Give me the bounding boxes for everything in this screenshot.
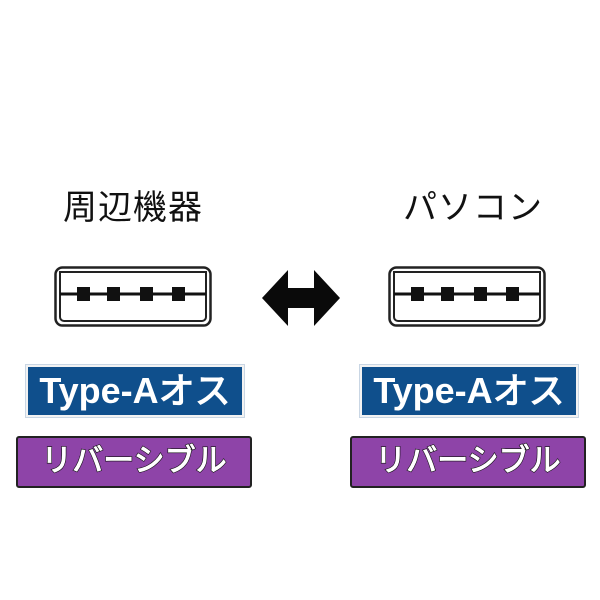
right-type-badge: Type-Aオス [359, 364, 579, 418]
left-device-label: 周辺機器 [63, 188, 203, 228]
left-type-badge: Type-Aオス [25, 364, 245, 418]
usb-type-a-port-icon [388, 266, 546, 327]
usb-type-a-port-icon [54, 266, 212, 327]
right-reversible-badge: リバーシブル [350, 436, 586, 488]
right-device-label: パソコン [403, 188, 543, 228]
left-reversible-badge: リバーシブル [16, 436, 252, 488]
double-arrow-icon [262, 270, 340, 326]
